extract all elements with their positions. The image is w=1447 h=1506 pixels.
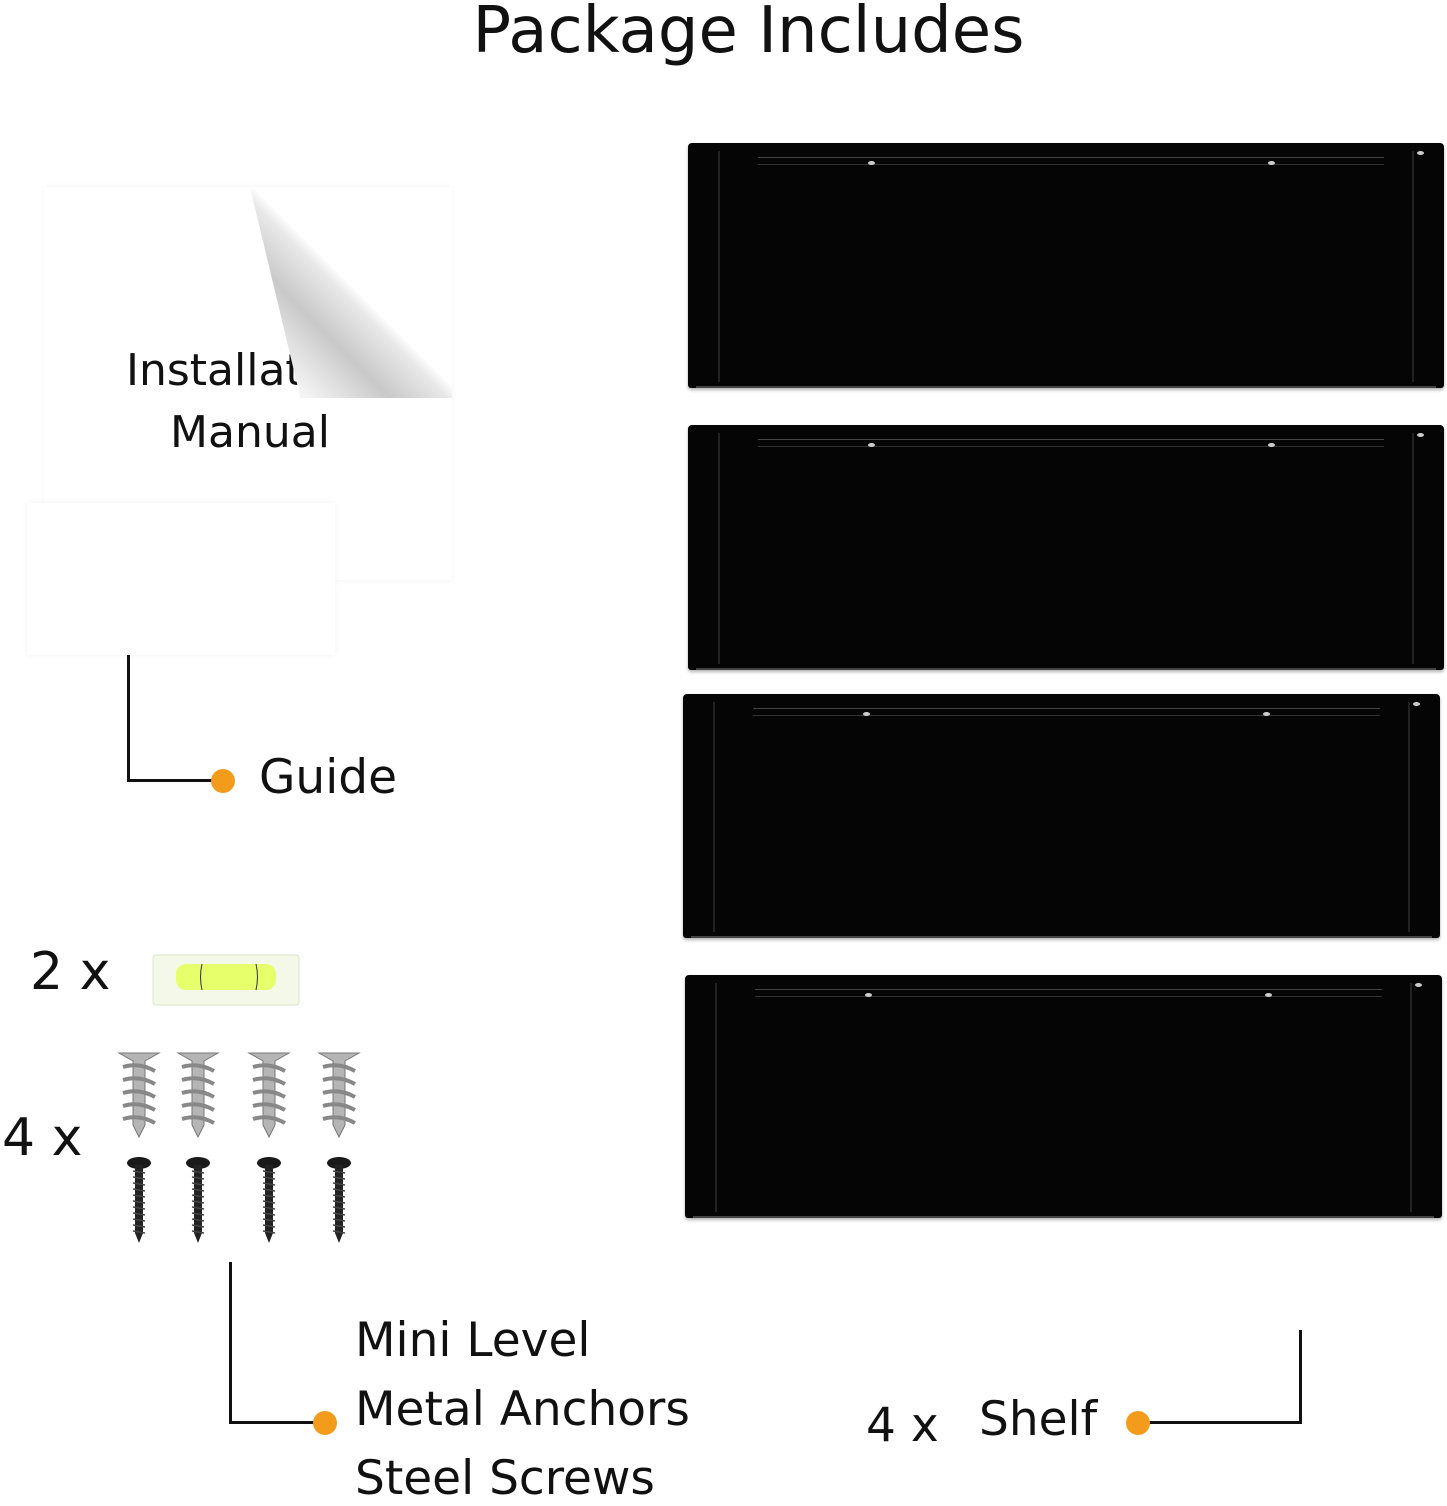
installation-manual-lower [27,503,335,655]
metal-anchor-icon [176,1052,220,1139]
hardware-label-steel-screws: Steel Screws [355,1451,655,1506]
mini-level-icon [152,952,300,1006]
shelf-leader-vertical [1299,1330,1302,1424]
guide-leader-vertical [127,655,130,782]
level-quantity: 2 x [30,942,111,1002]
hardware-dot [313,1411,337,1435]
shelf-dot [1126,1411,1150,1435]
guide-leader-horizontal [127,779,222,782]
hardware-label-mini-level: Mini Level [355,1313,591,1368]
shelf [683,694,1440,938]
hardware-leader-vertical [229,1262,232,1424]
shelf [688,425,1444,670]
manual-title: Installat Manual [110,340,390,463]
page-title: Package Includes [472,0,1025,68]
anchors-and-screws-icon [110,1045,370,1245]
shelf [685,975,1442,1218]
steel-screw-icon [127,1157,151,1243]
metal-anchor-icon [117,1052,161,1139]
shelf-label: Shelf [979,1392,1098,1447]
metal-anchor-icon [317,1052,361,1139]
hardware-label-metal-anchors: Metal Anchors [355,1382,690,1437]
shelf-leader-horizontal [1140,1421,1302,1424]
shelf [688,143,1444,388]
guide-dot [211,769,235,793]
steel-screw-icon [257,1157,281,1243]
steel-screw-icon [327,1157,351,1243]
anchor-screw-quantity: 4 x [2,1108,83,1168]
manual-title-line2: Manual [170,406,330,458]
metal-anchor-icon [247,1052,291,1139]
steel-screw-icon [186,1157,210,1243]
hardware-leader-horizontal [229,1421,324,1424]
shelf-quantity: 4 x [866,1398,939,1453]
manual-title-line1: Installat [126,345,303,396]
guide-label: Guide [259,750,398,805]
